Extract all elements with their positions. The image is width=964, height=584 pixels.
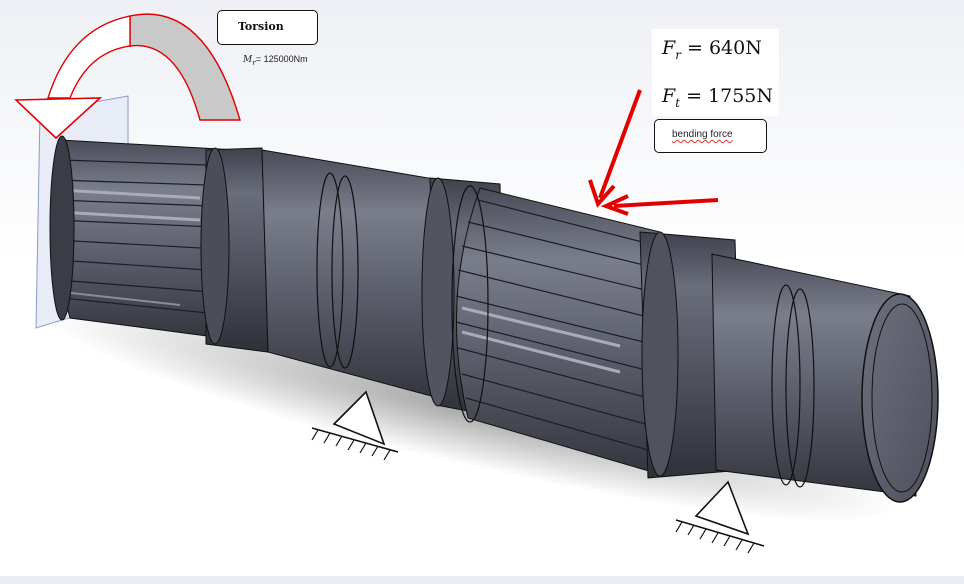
right-end-chamfer [871,303,933,493]
groove-4 [785,288,815,488]
left-end-face [49,135,75,321]
force-values-box: Fr = 640N Ft = 1755N [652,29,779,116]
right-end-face [861,293,939,503]
bending-force-label: bending force [672,129,733,140]
torsion-title: Torsion [238,20,284,33]
ft-value: = 1755N [686,85,774,107]
ft-symbol: F [662,85,676,107]
fr-subscript: r [675,47,681,62]
support-right [675,480,765,554]
collar-right-face [641,231,679,477]
bending-force-box: bending force [654,119,767,153]
shaft [49,135,939,503]
torsion-label-box: Torsion [217,10,318,45]
torsion-moment-label: Mr= 125000Nm [243,54,308,67]
moment-subscript: r [252,57,256,67]
ft-subscript: t [675,95,681,110]
middle-spline-teeth [455,199,663,455]
spline-highlight [59,188,201,200]
moment-value: = 125000Nm [255,54,308,64]
groove-1 [316,172,344,368]
spline-highlight [461,330,621,374]
groove-2 [331,175,359,369]
bottom-strip [0,576,964,584]
bending-force-arrows [588,89,719,216]
groove-3 [771,284,801,486]
collar-left-face [200,147,230,345]
spline-highlight [61,291,181,306]
shoulder-face [421,177,455,407]
spline-highlight [57,210,201,222]
fr-value: = 640N [686,37,762,59]
torsion-arrow [14,13,241,140]
radial-force-line: Fr = 640N [662,37,762,62]
moment-symbol: M [243,55,253,65]
tangential-force-line: Ft = 1755N [662,85,773,110]
gear-face [451,185,489,423]
fr-symbol: F [662,37,676,59]
support-left [311,390,399,461]
